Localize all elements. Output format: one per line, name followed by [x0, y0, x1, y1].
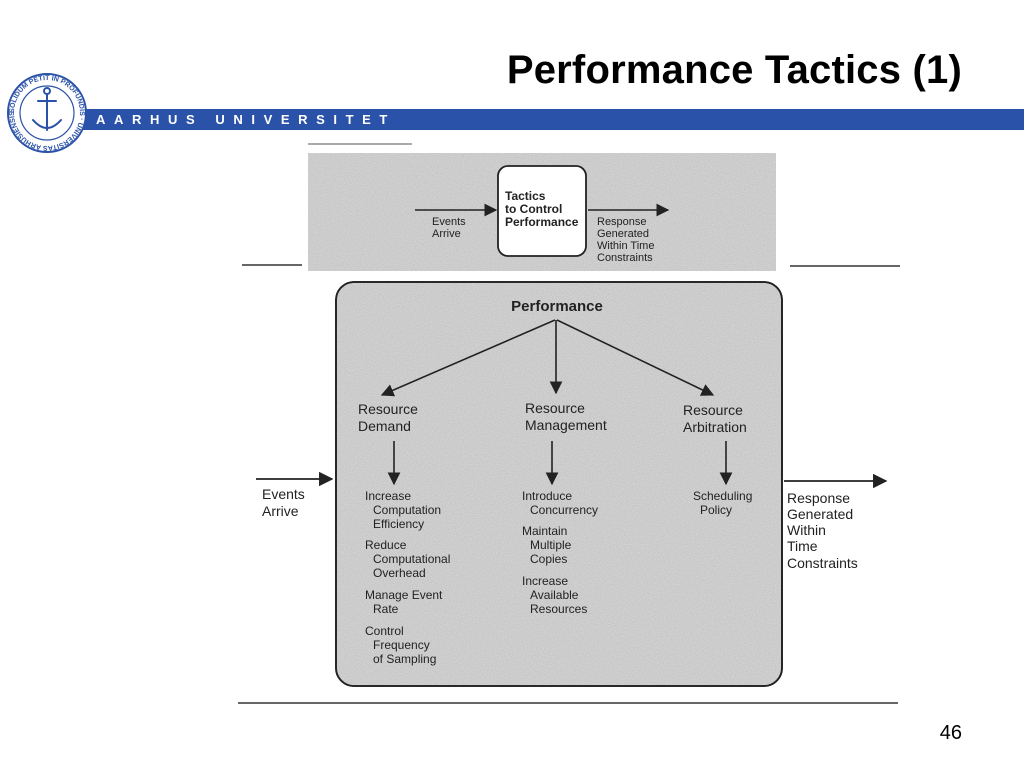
tactics-box [497, 165, 587, 257]
university-seal-icon: SOLIDUM PETIT IN PROFUNDIS · UNIVERSITAS… [7, 73, 87, 153]
tactic-increase-computation-efficiency: Increase Computation Efficiency [365, 489, 444, 531]
tactics-box-label: Tactics to Control Performance [505, 189, 579, 229]
branch-arbitration [556, 319, 715, 396]
slide-title: Performance Tactics (1) [506, 48, 962, 92]
top-output-label: Response Generated Within Time Constrain… [597, 216, 658, 264]
page-number: 46 [939, 722, 962, 744]
main-tactics-panel [335, 281, 783, 687]
main-input-label: Events Arrive [262, 486, 309, 519]
tree-root: Performance [511, 298, 603, 315]
category-resource-management: Resource Management [525, 400, 607, 433]
tactic-control-frequency-of-sampling: Control Frequency of Sampling [365, 624, 436, 666]
tactic-introduce-concurrency: Introduce Concurrency [522, 489, 598, 517]
banner-text: AARHUS UNIVERSITET [96, 112, 396, 127]
university-banner [56, 109, 1024, 130]
main-output-label: Response Generated Within Time Constrain… [787, 490, 858, 571]
category-resource-demand: Resource Demand [358, 401, 422, 434]
tactic-manage-event-rate: Manage Event Rate [365, 588, 446, 616]
tactic-scheduling-policy: Scheduling Policy [693, 489, 756, 517]
tactic-maintain-multiple-copies: Maintain Multiple Copies [522, 524, 575, 566]
top-input-label: Events Arrive [432, 216, 469, 240]
category-resource-arbitration: Resource Arbitration [683, 402, 747, 435]
tactic-increase-available-resources: Increase Available Resources [522, 574, 587, 616]
tactic-reduce-computational-overhead: Reduce Computational Overhead [365, 538, 454, 580]
branch-demand [380, 319, 556, 397]
